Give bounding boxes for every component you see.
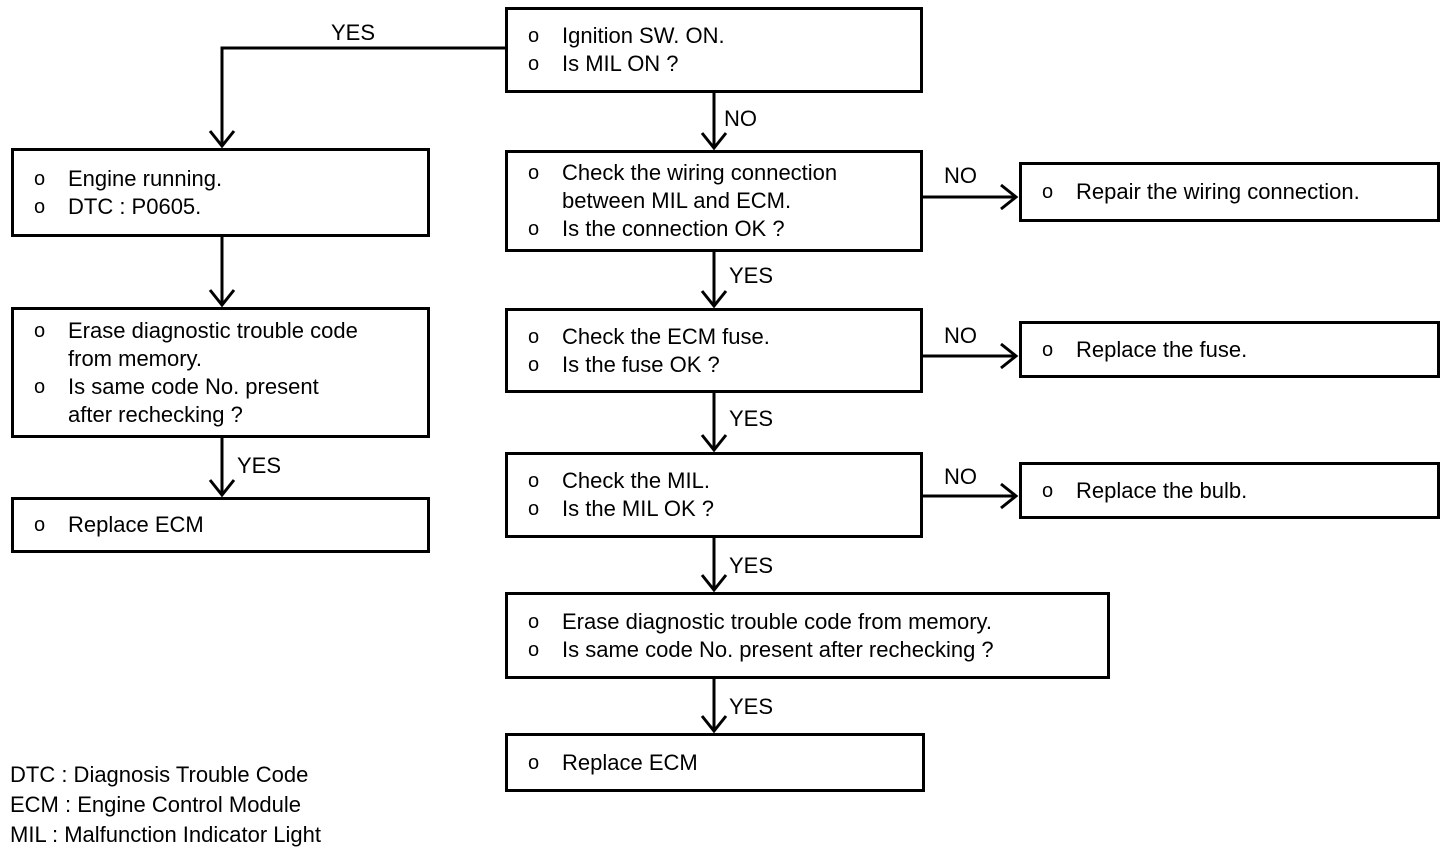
bullet-icon: o [528, 53, 540, 75]
bullet-icon: o [528, 218, 540, 240]
node-erase-code-left-item: o Erase diagnostic trouble code from mem… [34, 317, 417, 373]
node-check-wiring-item: o Check the wiring connection between MI… [528, 159, 910, 215]
node-replace-ecm-left: o Replace ECM [11, 497, 430, 553]
node-start-line-1: Ignition SW. ON. [562, 23, 725, 48]
node-erase-code-left-item: o Is same code No. present after recheck… [34, 373, 417, 429]
node-check-fuse-line-1: Check the ECM fuse. [562, 323, 770, 349]
node-check-mil-line-2: Is the MIL OK ? [562, 496, 715, 521]
node-check-wiring: o Check the wiring connection between MI… [505, 150, 923, 252]
bullet-icon: o [34, 195, 46, 218]
edge-label-yes-erase-left: YES [237, 453, 282, 478]
node-check-mil: o Check the MIL. o Is the MIL OK ? [505, 452, 923, 538]
bullet-icon: o [528, 498, 540, 520]
node-start-item: o Is MIL ON ? [528, 50, 910, 78]
bullet-icon: o [1042, 181, 1054, 203]
node-replace-fuse: o Replace the fuse. [1019, 321, 1440, 378]
edge-label-yes-start-left: YES [331, 20, 376, 45]
node-replace-ecm-final-item: o Replace ECM [528, 749, 912, 777]
node-check-mil-line-1: Check the MIL. [562, 468, 710, 493]
bullet-icon: o [528, 25, 540, 47]
node-replace-fuse-line-1: Replace the fuse. [1076, 336, 1248, 362]
abbreviation-legend: DTC : Diagnosis Trouble Code ECM : Engin… [10, 760, 321, 850]
node-engine-running: o Engine running. o DTC : P0605. [11, 148, 430, 237]
node-erase-code-mid-line-2: Is same code No. present after recheckin… [562, 636, 994, 662]
node-check-wiring-line-2: Is the connection OK ? [562, 216, 785, 241]
node-replace-ecm-final: o Replace ECM [505, 733, 925, 792]
node-check-mil-item: o Check the MIL. [528, 467, 910, 495]
node-repair-wiring-line-1: Repair the wiring connection. [1076, 179, 1360, 204]
edge-label-yes-wiring: YES [729, 263, 774, 288]
node-engine-running-line-2: DTC : P0605. [68, 193, 202, 219]
node-start: o Ignition SW. ON. o Is MIL ON ? [505, 7, 923, 93]
node-replace-fuse-item: o Replace the fuse. [1042, 336, 1427, 364]
node-start-item: o Ignition SW. ON. [528, 22, 910, 50]
node-engine-running-item: o DTC : P0605. [34, 193, 417, 221]
node-erase-code-left-line-2: Is same code No. present after recheckin… [68, 373, 319, 427]
node-engine-running-line-1: Engine running. [68, 165, 223, 191]
node-start-line-2: Is MIL ON ? [562, 51, 679, 76]
edge-label-yes-mil: YES [729, 553, 774, 578]
bullet-icon: o [34, 514, 46, 536]
node-replace-ecm-left-line-1: Replace ECM [68, 512, 204, 537]
node-replace-bulb-item: o Replace the bulb. [1042, 477, 1427, 505]
node-engine-running-item: o Engine running. [34, 165, 417, 193]
node-check-wiring-line-1: Check the wiring connection between MIL … [562, 160, 838, 213]
bullet-icon: o [528, 610, 540, 633]
bullet-icon: o [528, 325, 540, 348]
node-repair-wiring: o Repair the wiring connection. [1019, 162, 1440, 222]
node-check-fuse-line-2: Is the fuse OK ? [562, 351, 720, 377]
node-erase-code-left: o Erase diagnostic trouble code from mem… [11, 307, 430, 438]
edge-label-no-wiring: NO [944, 163, 977, 188]
bullet-icon: o [528, 638, 540, 661]
node-check-wiring-item: o Is the connection OK ? [528, 215, 910, 243]
node-erase-code-left-line-1: Erase diagnostic trouble code from memor… [68, 317, 358, 371]
node-replace-bulb-line-1: Replace the bulb. [1076, 477, 1248, 503]
node-erase-code-mid-item: o Is same code No. present after recheck… [528, 636, 1097, 664]
edge-label-no-start-down: NO [724, 106, 757, 131]
node-check-fuse-item: o Is the fuse OK ? [528, 351, 910, 379]
bullet-icon: o [528, 353, 540, 376]
legend-line-mil: MIL : Malfunction Indicator Light [10, 822, 322, 847]
bullet-icon: o [528, 751, 540, 774]
bullet-icon: o [1042, 338, 1054, 361]
node-check-fuse-item: o Check the ECM fuse. [528, 323, 910, 351]
edge-label-yes-fuse: YES [729, 406, 774, 431]
node-replace-bulb: o Replace the bulb. [1019, 462, 1440, 519]
node-erase-code-mid-line-1: Erase diagnostic trouble code from memor… [562, 608, 992, 634]
bullet-icon: o [34, 375, 46, 398]
node-replace-ecm-left-item: o Replace ECM [34, 511, 417, 539]
edge-label-no-mil: NO [944, 464, 977, 489]
edge-label-no-fuse: NO [944, 323, 977, 348]
node-erase-code-mid-item: o Erase diagnostic trouble code from mem… [528, 608, 1097, 636]
node-check-mil-item: o Is the MIL OK ? [528, 495, 910, 523]
edge-label-yes-erase-mid: YES [729, 694, 774, 719]
legend-line-ecm: ECM : Engine Control Module [10, 792, 302, 817]
node-check-fuse: o Check the ECM fuse. o Is the fuse OK ? [505, 308, 923, 393]
legend-line-dtc: DTC : Diagnosis Trouble Code [10, 762, 309, 787]
bullet-icon: o [528, 470, 540, 492]
node-repair-wiring-item: o Repair the wiring connection. [1042, 178, 1427, 206]
bullet-icon: o [34, 319, 46, 342]
bullet-icon: o [528, 162, 540, 184]
bullet-icon: o [34, 167, 46, 190]
node-erase-code-mid: o Erase diagnostic trouble code from mem… [505, 592, 1110, 679]
node-replace-ecm-final-line-1: Replace ECM [562, 749, 698, 775]
bullet-icon: o [1042, 479, 1054, 502]
